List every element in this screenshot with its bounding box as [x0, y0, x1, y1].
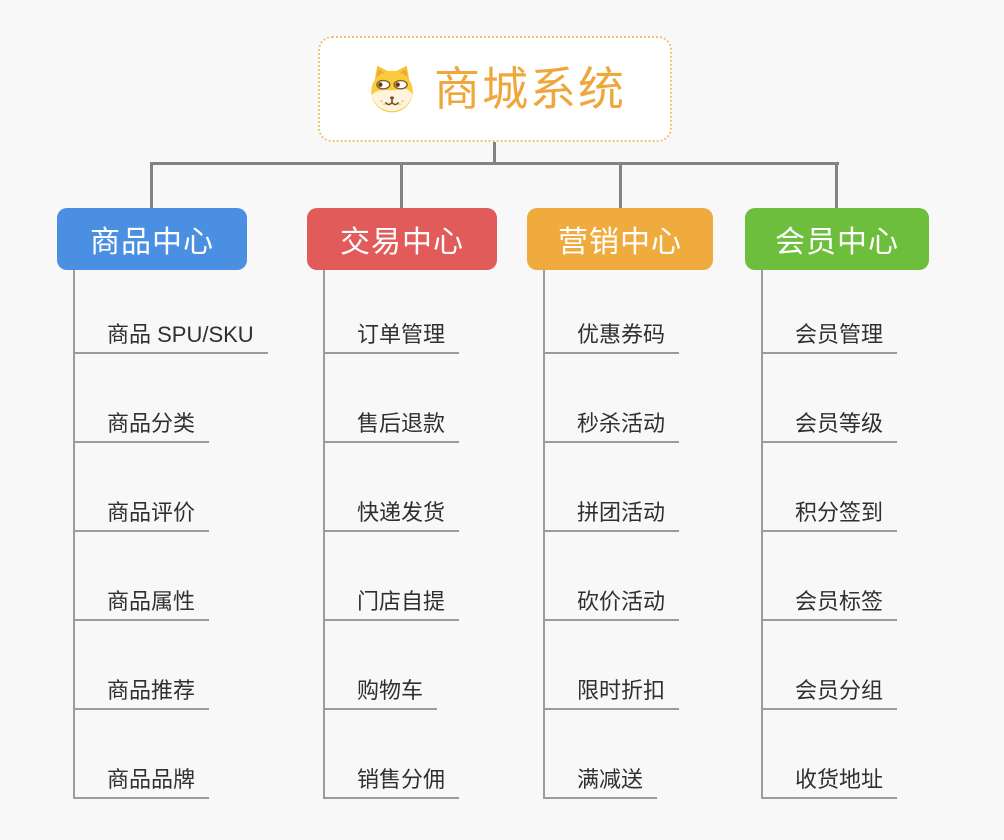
leaf-node[interactable]: 快递发货 — [325, 443, 460, 532]
leaf-node[interactable]: 会员标签 — [763, 532, 898, 621]
connector-horizontal — [150, 162, 839, 165]
branch-header-trade[interactable]: 交易中心 — [307, 208, 497, 270]
branch-product-children: 商品 SPU/SKU 商品分类 商品评价 商品属性 商品推荐 商品品牌 — [73, 270, 268, 799]
leaf-node[interactable]: 商品属性 — [75, 532, 210, 621]
leaf-node[interactable]: 商品评价 — [75, 443, 210, 532]
branch-member: 会员中心 会员管理 会员等级 积分签到 会员标签 会员分组 收货地址 — [745, 208, 929, 799]
connector-drop-trade — [400, 163, 403, 210]
leaf-node[interactable]: 订单管理 — [325, 270, 460, 354]
leaf-node[interactable]: 购物车 — [325, 621, 438, 710]
connector-drop-marketing — [619, 163, 622, 210]
leaf-node[interactable]: 销售分佣 — [325, 710, 460, 799]
root-title: 商城系统 — [434, 63, 626, 115]
branch-header-product[interactable]: 商品中心 — [57, 208, 247, 270]
leaf-node[interactable]: 限时折扣 — [545, 621, 680, 710]
leaf-node[interactable]: 商品品牌 — [75, 710, 210, 799]
leaf-node[interactable]: 门店自提 — [325, 532, 460, 621]
branch-product: 商品中心 商品 SPU/SKU 商品分类 商品评价 商品属性 商品推荐 商品品牌 — [57, 208, 268, 799]
dog-face-icon — [364, 63, 420, 115]
leaf-node[interactable]: 拼团活动 — [545, 443, 680, 532]
leaf-node[interactable]: 满减送 — [545, 710, 658, 799]
leaf-node[interactable]: 会员分组 — [763, 621, 898, 710]
connector-root-vertical — [493, 140, 496, 164]
leaf-node[interactable]: 商品分类 — [75, 354, 210, 443]
branch-member-children: 会员管理 会员等级 积分签到 会员标签 会员分组 收货地址 — [761, 270, 898, 799]
leaf-node[interactable]: 商品推荐 — [75, 621, 210, 710]
connector-drop-member — [835, 163, 838, 210]
leaf-node[interactable]: 优惠券码 — [545, 270, 680, 354]
branch-trade: 交易中心 订单管理 售后退款 快递发货 门店自提 购物车 销售分佣 — [307, 208, 497, 799]
branch-marketing: 营销中心 优惠券码 秒杀活动 拼团活动 砍价活动 限时折扣 满减送 — [527, 208, 713, 799]
branch-header-member[interactable]: 会员中心 — [745, 208, 929, 270]
leaf-node[interactable]: 积分签到 — [763, 443, 898, 532]
leaf-node[interactable]: 商品 SPU/SKU — [75, 270, 268, 354]
branch-trade-children: 订单管理 售后退款 快递发货 门店自提 购物车 销售分佣 — [323, 270, 460, 799]
leaf-node[interactable]: 秒杀活动 — [545, 354, 680, 443]
leaf-node[interactable]: 售后退款 — [325, 354, 460, 443]
branch-marketing-children: 优惠券码 秒杀活动 拼团活动 砍价活动 限时折扣 满减送 — [543, 270, 680, 799]
branch-header-marketing[interactable]: 营销中心 — [527, 208, 713, 270]
leaf-node[interactable]: 收货地址 — [763, 710, 898, 799]
leaf-node[interactable]: 砍价活动 — [545, 532, 680, 621]
leaf-node[interactable]: 会员等级 — [763, 354, 898, 443]
root-node[interactable]: 商城系统 — [318, 36, 672, 142]
leaf-node[interactable]: 会员管理 — [763, 270, 898, 354]
connector-drop-product — [150, 163, 153, 210]
